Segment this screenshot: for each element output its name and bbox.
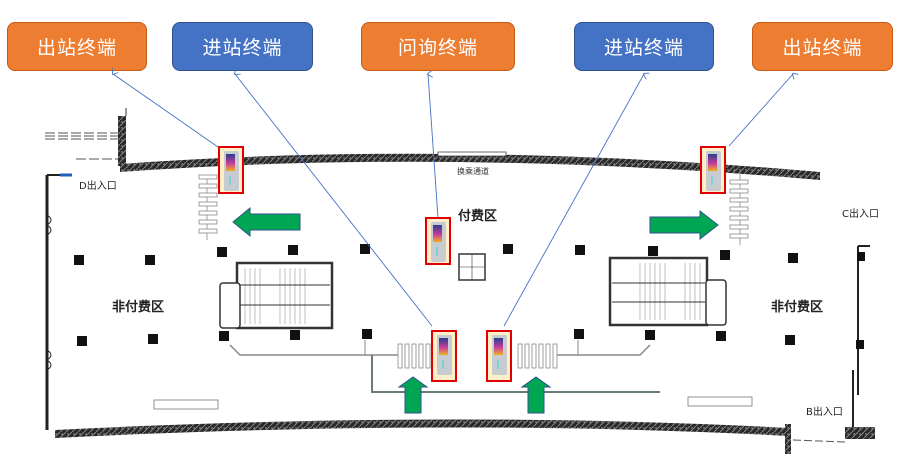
transfer-passage-opening (437, 151, 507, 157)
callout-label: 出站终端 (782, 37, 863, 59)
unpaid-zone-label-right: 非付费区 (771, 300, 824, 315)
fare-line-right (557, 344, 651, 356)
kiosk-inquiry[interactable] (425, 217, 451, 265)
kiosk-exit-right[interactable] (700, 146, 726, 194)
bench-right (687, 396, 753, 407)
callout-inquiry-terminal: 问询终端 (361, 22, 515, 71)
kiosk-entry-right[interactable] (486, 330, 512, 382)
wall-segment (118, 116, 126, 166)
north-wall (120, 153, 820, 180)
callout-label: 问询终端 (397, 37, 478, 59)
callout-exit-terminal-left: 出站终端 (7, 22, 147, 71)
callout-exit-terminal-right: 出站终端 (752, 22, 893, 71)
c-entrance-label: C出入口 (842, 209, 879, 220)
gate-array-left (198, 174, 218, 240)
bench-left (153, 399, 219, 410)
paid-zone-label: 付费区 (458, 209, 498, 224)
b-entrance-label: B出入口 (806, 407, 843, 418)
arrow-up-icon (520, 376, 552, 414)
elevator (458, 253, 486, 281)
arrow-left-icon (232, 206, 301, 238)
callout-label: 进站终端 (603, 37, 684, 59)
stairs-right (608, 256, 727, 327)
leader-lines (113, 74, 793, 327)
south-wall (55, 419, 790, 438)
arrow-up-icon (397, 376, 429, 414)
transfer-passage-label: 换乘通道 (457, 167, 489, 176)
columns (74, 244, 798, 346)
green-arrows (232, 206, 719, 414)
kiosk-entry-left[interactable] (431, 330, 457, 382)
unpaid-zone-label-left: 非付费区 (112, 300, 165, 315)
stairs-left (219, 261, 334, 330)
d-entrance-label: D出入口 (79, 181, 117, 192)
arrow-right-icon (649, 209, 719, 241)
callout-label: 出站终端 (36, 37, 117, 59)
gate-array-bottom-left (397, 343, 431, 369)
kiosk-exit-left[interactable] (218, 146, 244, 194)
callout-label: 进站终端 (202, 37, 283, 59)
railing (371, 355, 660, 393)
gate-array-right (729, 170, 749, 245)
d-entrance-passage (45, 132, 125, 160)
fare-line-left (229, 344, 398, 356)
gate-array-bottom-right (517, 343, 558, 369)
callout-entry-terminal-right: 进站终端 (574, 22, 714, 71)
callout-entry-terminal-left: 进站终端 (172, 22, 313, 71)
